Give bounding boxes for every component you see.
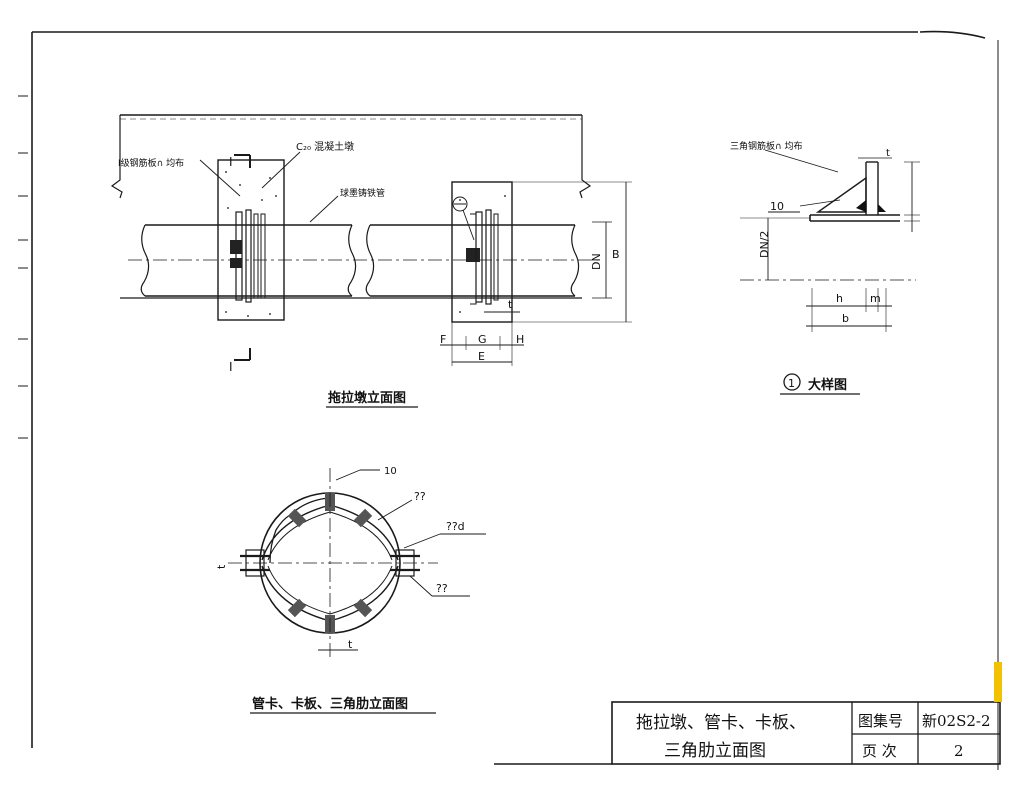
title-line2: 三角肋立面图 xyxy=(664,741,766,761)
concrete-speckle xyxy=(225,171,506,317)
dim-g: G xyxy=(478,333,487,346)
rebar-note: Ⅰ级钢筋板∩ 均布 xyxy=(118,157,184,169)
title-line1: 拖拉墩、管卡、卡板、 xyxy=(636,713,806,733)
pipe-label: 球墨铸铁管 xyxy=(340,187,385,199)
clamp-label-bottom: t xyxy=(348,638,353,651)
concrete-label: C₂₀ 混凝土墩 xyxy=(296,140,354,153)
dim-t: t xyxy=(508,298,513,311)
detail-title: 大样图 xyxy=(808,377,847,393)
detail-view: 三角钢筋板∩ 均布 10 t DN/2 xyxy=(730,140,920,395)
weld-size: 10 xyxy=(770,200,784,213)
detail-dim-h: h xyxy=(836,292,843,305)
page-value: 2 xyxy=(954,742,964,760)
atlas-label: 图集号 xyxy=(858,712,903,730)
clamp-label-top: 10 xyxy=(384,466,397,477)
section-mark-top: I xyxy=(229,155,233,169)
section-mark-bottom: I xyxy=(229,360,233,374)
dim-h: H xyxy=(516,333,524,346)
binding-ticks xyxy=(18,95,28,439)
clamp-label-left: t xyxy=(215,564,228,569)
detail-number: 1 xyxy=(788,377,795,390)
sheet-border xyxy=(31,30,999,770)
left-clamp xyxy=(230,209,266,303)
detail-note: 三角钢筋板∩ 均布 xyxy=(730,140,802,152)
title-block: 拖拉墩、管卡、卡板、 三角肋立面图 图集号 新02S2-2 页 次 2 xyxy=(494,662,1002,765)
clamp-label-b: ??d xyxy=(446,520,465,533)
dim-f: F xyxy=(440,333,446,346)
elevation-title: 拖拉墩立面图 xyxy=(328,390,406,406)
right-clamp xyxy=(466,209,499,305)
detail-dim-m: m xyxy=(870,292,881,305)
dim-e: E xyxy=(478,350,485,363)
dim-b: B xyxy=(612,248,620,261)
detail-dim-b: b xyxy=(842,312,849,325)
clamp-title: 管卡、卡板、三角肋立面图 xyxy=(252,696,408,712)
elevation-view: I I Ⅰ级钢筋板∩ 均布 C₂₀ 混凝土墩 球墨铸铁管 DN B t F G xyxy=(110,114,632,408)
page-label: 页 次 xyxy=(862,742,897,760)
clamp-label-a: ?? xyxy=(414,490,426,503)
clamp-label-c: ?? xyxy=(436,582,448,595)
detail-dim-t: t xyxy=(886,148,890,159)
dim-dn: DN xyxy=(590,253,603,270)
clamp-view: 10 ?? ??d ?? t t 管卡、卡板、三角肋立面图 xyxy=(215,466,486,714)
detail-dim-dn2: DN/2 xyxy=(758,231,771,258)
atlas-value: 新02S2-2 xyxy=(922,712,991,730)
